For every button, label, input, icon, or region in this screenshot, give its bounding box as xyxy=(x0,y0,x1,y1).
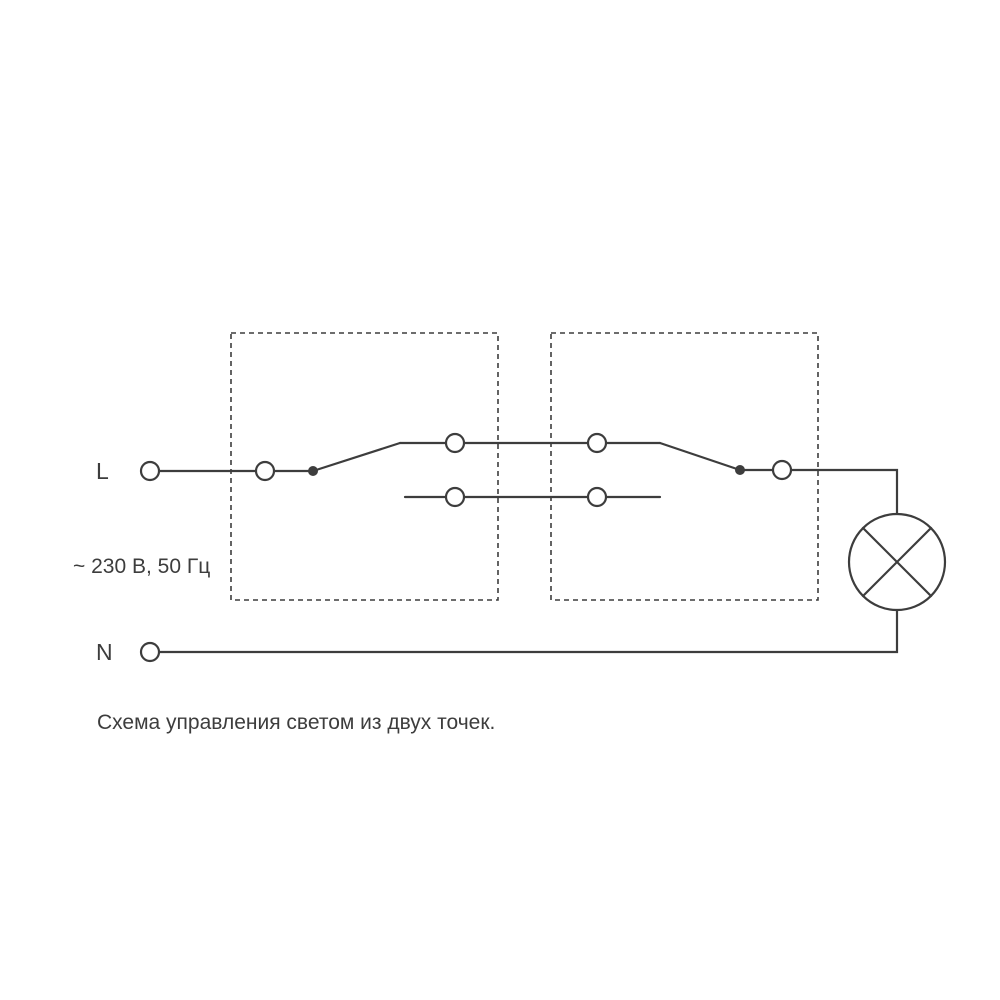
switch-2-upper-traveler-terminal xyxy=(586,432,608,454)
switch-1-enclosure-box xyxy=(230,332,499,601)
neutral-label: N xyxy=(96,639,113,665)
switch-1-upper-traveler-terminal xyxy=(444,432,466,454)
lamp-circle xyxy=(847,512,947,612)
switch-1-lever xyxy=(311,441,402,473)
live-terminal xyxy=(139,460,161,482)
lamp-cross-line-2 xyxy=(861,526,933,598)
switch-2-enclosure-box xyxy=(550,332,819,601)
switch-2-lower-traveler-terminal xyxy=(586,486,608,508)
neutral-terminal xyxy=(139,641,161,663)
voltage-label: ~ 230 В, 50 Гц xyxy=(73,555,210,578)
switch-2-pivot-dot xyxy=(735,465,745,475)
live-label: L xyxy=(96,458,109,484)
neutral-wire xyxy=(157,608,899,654)
switch-1-lower-traveler-terminal xyxy=(444,486,466,508)
lamp-feed-wire xyxy=(789,468,899,516)
lamp-icon xyxy=(847,512,947,612)
switch-2-output-terminal xyxy=(771,459,793,481)
switch-1-pivot-dot xyxy=(308,466,318,476)
switch-2-lever xyxy=(658,441,742,472)
switch-1-input-terminal xyxy=(254,460,276,482)
diagram-caption: Схема управления светом из двух точек. xyxy=(97,711,495,734)
